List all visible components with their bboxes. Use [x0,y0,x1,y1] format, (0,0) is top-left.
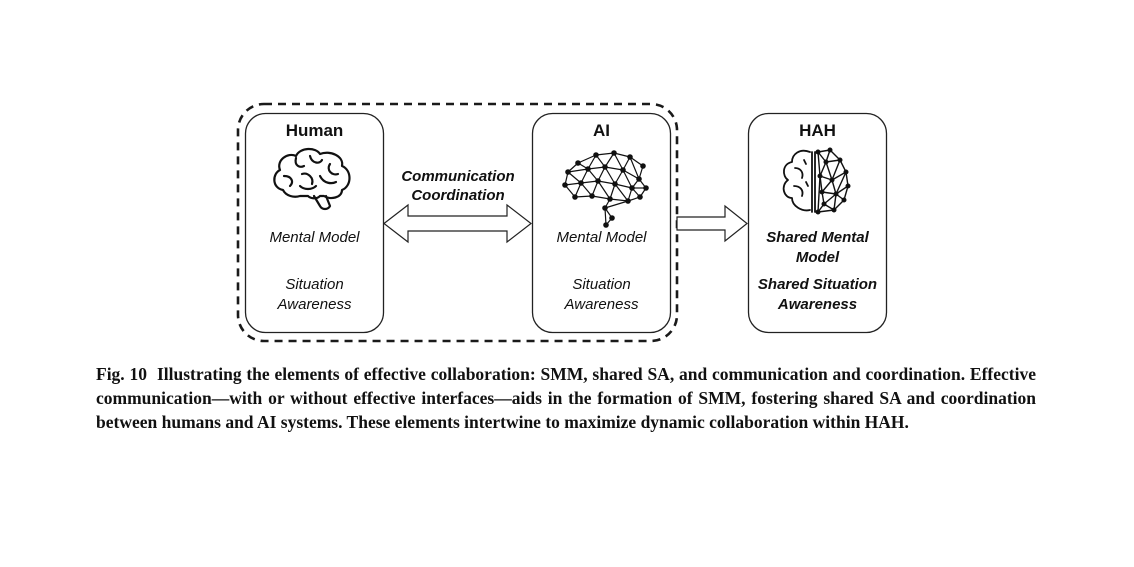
network-node [612,181,618,187]
network-node [565,169,571,175]
network-node [821,201,827,207]
network-node [562,182,568,188]
network-edge [574,195,593,198]
network-edge [604,166,624,171]
hybrid-brain-icon [782,149,816,213]
network-node [627,154,633,160]
ai-mental-model-label: Mental Model [556,229,647,246]
network-node [843,169,849,175]
network-edge [817,209,835,213]
network-node [817,173,823,179]
ai-box [531,112,672,334]
network-node [815,209,821,215]
network-edge [597,180,611,200]
network-edge [622,169,633,189]
network-node [625,198,631,204]
brain-icon [273,147,351,211]
network-node [603,222,609,228]
collaboration-diagram: Human Mental Model Situation Awareness A… [236,102,888,343]
network-brain-icon [562,150,649,228]
network-edge [604,207,607,226]
network-edge [833,193,837,211]
coordination-label: Coordination [411,187,505,204]
network-edge [831,171,847,181]
network-edge [622,169,640,180]
network-node [819,189,825,195]
network-edge [613,152,624,171]
network-node [572,194,578,200]
network-node [636,176,642,182]
network-node [578,180,584,186]
network-node [585,166,591,172]
network-node [609,215,615,221]
hah-shared-mental-label: Shared Mental [766,229,869,246]
network-edge [614,183,629,202]
network-node [815,149,821,155]
network-node [637,194,643,200]
network-node [831,207,837,213]
network-node [823,159,829,165]
bidirectional-arrow [383,203,532,244]
network-edge [629,156,640,180]
network-node [589,193,595,199]
ai-box-title: AI [593,121,610,140]
hah-box [747,112,888,334]
network-node [593,152,599,158]
network-edge [819,161,827,177]
network-edge [587,166,606,170]
network-node [827,147,833,153]
network-node [602,205,608,211]
network-edge [580,182,593,197]
network-edge [580,180,599,184]
network-node [837,157,843,163]
hah-model-label: Model [795,249,840,266]
communication-label: Communication [401,168,515,185]
network-node [607,196,613,202]
network-edge [614,183,633,189]
network-edge [817,175,821,213]
hah-shared-situation-label: Shared Situation [757,276,878,293]
network-edge [831,159,841,181]
network-edge [567,168,589,173]
network-node [620,167,626,173]
network-node [841,197,847,203]
network-node [643,185,649,191]
network-edge [604,200,629,209]
network-node [611,150,617,156]
right-arrow [676,204,748,243]
network-edge [821,179,833,193]
network-edge [609,198,629,202]
network-edge [591,195,611,200]
network-node [640,163,646,169]
network-edge [604,166,616,185]
network-edge [595,152,615,156]
network-edge [817,151,821,177]
network-node [595,178,601,184]
ai-situation-label: Situation [572,276,631,293]
network-edge [823,193,837,205]
network-node [602,164,608,170]
network-node [629,185,635,191]
diagram-canvas [236,102,888,343]
network-edge [567,171,582,184]
hah-box-title: HAH [799,121,836,140]
human-mental-model-label: Mental Model [269,229,360,246]
network-edge [577,154,597,164]
network-node [829,177,835,183]
figure-number: Fig. 10 [96,364,147,384]
network-edge [825,161,833,181]
caption-text: Illustrating the elements of effective c… [96,364,1036,432]
human-box-title: Human [285,121,344,140]
hah-awareness-label: Awareness [777,296,858,313]
ai-awareness-label: Awareness [564,296,639,313]
network-edge [597,180,616,185]
network-node [575,160,581,166]
network-node [833,191,839,197]
human-situation-label: Situation [285,276,344,293]
human-awareness-label: Awareness [277,296,352,313]
network-node [845,183,851,189]
hybrid-brain-network-half [815,147,851,215]
network-edge [835,171,847,195]
